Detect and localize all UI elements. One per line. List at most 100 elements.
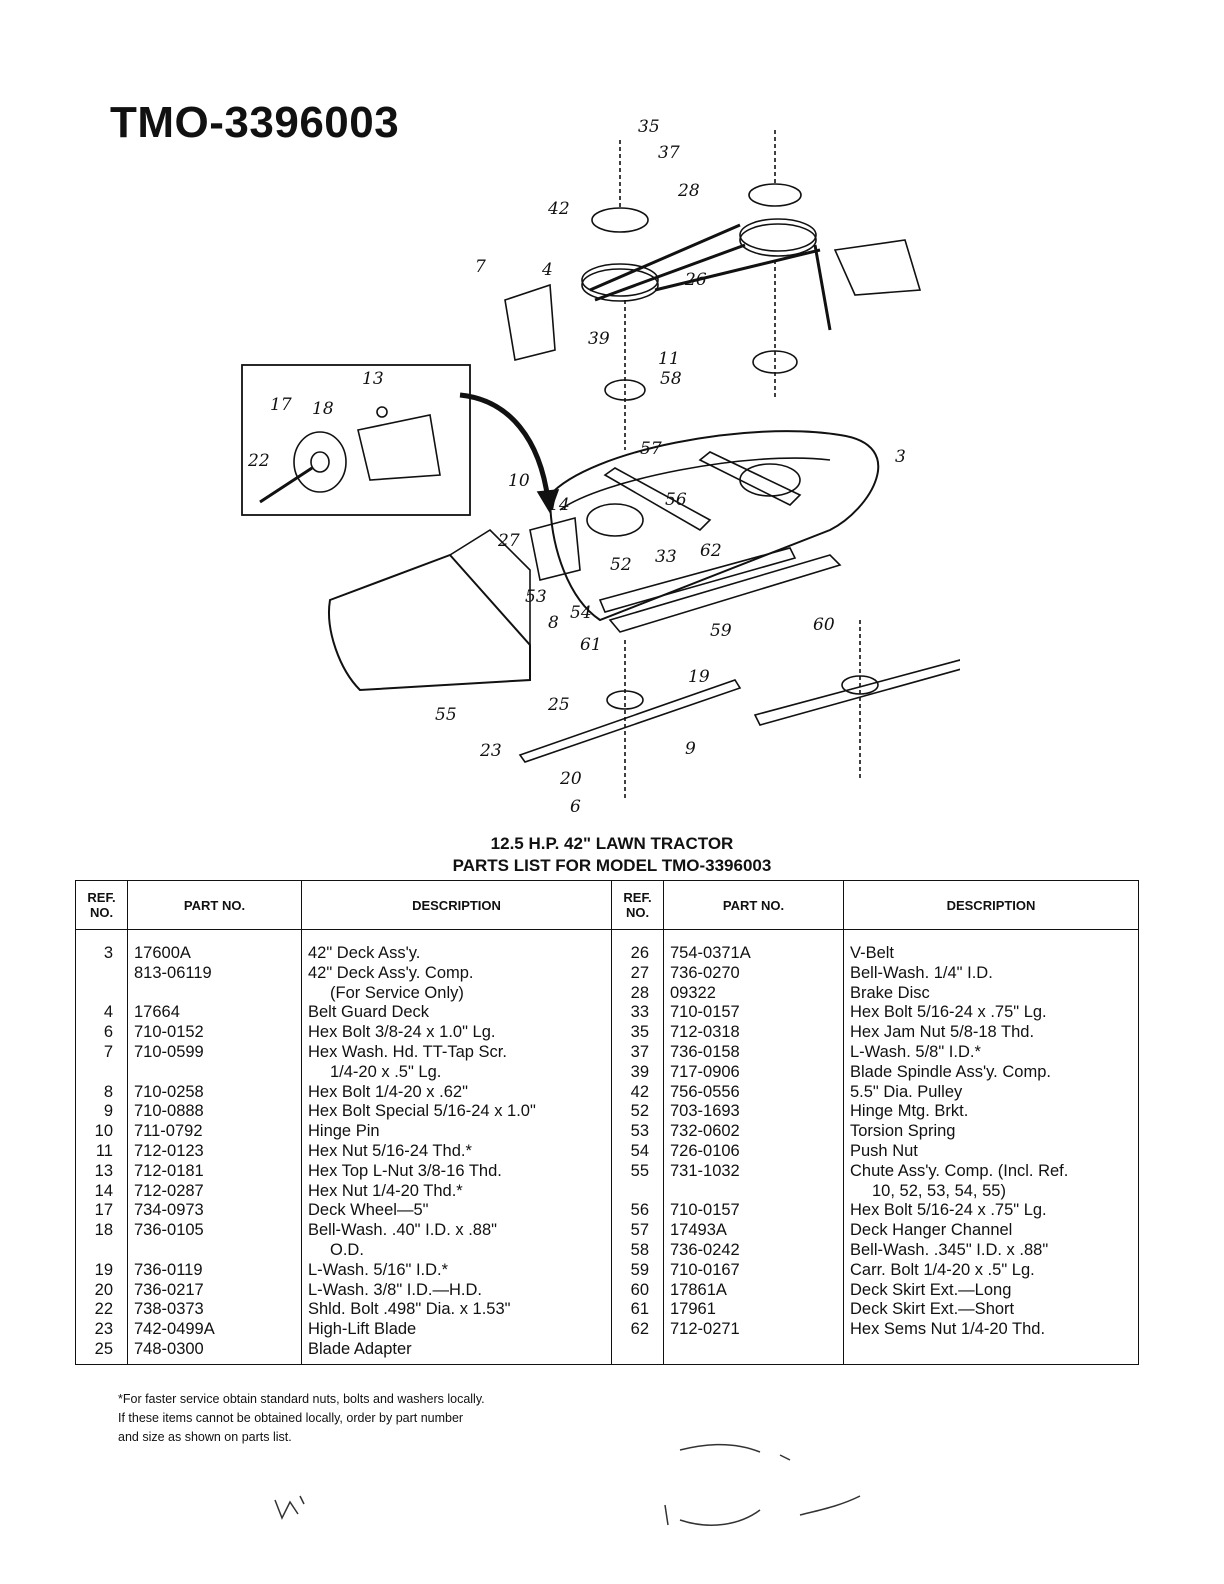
part-number: 17961 [670, 1300, 716, 1319]
ref-number: 20 [94, 1280, 113, 1299]
callout-label: 60 [813, 615, 835, 635]
ref-number [82, 1063, 113, 1083]
shoulder-bolt-shape [259, 466, 313, 504]
callout-label: 26 [684, 270, 707, 290]
part-number: 738-0373 [134, 1300, 204, 1319]
ref-number: 14 [94, 1181, 113, 1200]
callout-label: 18 [312, 399, 334, 419]
part-number: 732-0602 [670, 1122, 740, 1141]
right-blade-shape [753, 659, 967, 726]
part-description: Hinge Mtg. Brkt. [850, 1102, 969, 1121]
callout-label: 23 [479, 741, 502, 761]
product-heading: 12.5 H.P. 42" LAWN TRACTOR [490, 834, 734, 853]
callout-label: 33 [655, 547, 677, 567]
callout-label: 35 [638, 117, 660, 137]
callout-label: 6 [570, 797, 581, 817]
ref-number: 8 [103, 1082, 113, 1101]
part-description: Hex Bolt 5/16-24 x .75" Lg. [850, 1201, 1047, 1220]
ref-number: 35 [630, 1023, 649, 1042]
part-number: 710-0167 [670, 1260, 740, 1279]
part-description: Blade Adapter [308, 1339, 412, 1358]
part-number [134, 1241, 295, 1261]
ref-number: 58 [630, 1240, 649, 1259]
part-description: 42" Deck Ass'y. Comp. [308, 963, 474, 982]
part-description: Hex Jam Nut 5/8-18 Thd. [850, 1023, 1035, 1042]
ref-number: 55 [630, 1161, 649, 1180]
model-title: TMO-3396003 [110, 98, 400, 147]
deck-wheel-shape [293, 431, 347, 493]
part-number: 736-0217 [134, 1280, 204, 1299]
callout-label: 39 [588, 329, 610, 349]
column-header-ref-no: REF. NO. [611, 880, 664, 930]
callout-label: 42 [547, 199, 570, 219]
part-description: O.D. [330, 1240, 364, 1259]
part-description: Deck Hanger Channel [850, 1221, 1013, 1240]
part-description: Hex Sems Nut 1/4-20 Thd. [850, 1320, 1046, 1339]
part-number: 748-0300 [134, 1339, 204, 1358]
inset-detail-box [241, 364, 471, 516]
part-number: 756-0556 [670, 1082, 740, 1101]
callout-label: 17 [270, 395, 292, 415]
callout-label: 14 [548, 495, 570, 515]
diagram-callouts: 35 37 28 42 26 4 7 39 11 58 57 56 3 13 1… [247, 117, 906, 817]
part-description: Deck Skirt Ext.—Short [850, 1300, 1015, 1319]
deck-skirt-long-shape [608, 554, 842, 633]
part-number [134, 1063, 295, 1083]
footnote-line: If these items cannot be obtained locall… [118, 1411, 464, 1425]
ref-number: 52 [630, 1102, 649, 1121]
callout-label: 19 [688, 667, 710, 687]
parts-list-table: REF. NO. PART NO. DESCRIPTION REF. NO. P… [75, 880, 1139, 1365]
part-number: 742-0499A [134, 1320, 215, 1339]
ref-number: 23 [94, 1320, 113, 1339]
part-description: Brake Disc [850, 983, 930, 1002]
ref-number: 37 [630, 1042, 649, 1061]
part-description: Push Nut [850, 1141, 918, 1160]
part-description: Shld. Bolt .498" Dia. x 1.53" [308, 1300, 511, 1319]
part-description: Hex Wash. Hd. TT-Tap Scr. [308, 1042, 507, 1061]
part-number: 710-0599 [134, 1042, 204, 1061]
part-description: High-Lift Blade [308, 1320, 417, 1339]
belt-guard-right-shape [833, 239, 922, 296]
wheel-bracket-shape [357, 414, 441, 481]
callout-label: 22 [247, 451, 270, 471]
callout-label: 27 [497, 531, 520, 551]
part-number: 736-0270 [670, 963, 740, 982]
part-number: 710-0152 [134, 1023, 204, 1042]
part-description: L-Wash. 5/8" I.D.* [850, 1042, 981, 1061]
callout-label: 37 [658, 143, 680, 163]
part-description: Hex Top L-Nut 3/8-16 Thd. [308, 1161, 502, 1180]
discharge-chute-shape [328, 553, 531, 692]
ref-number: 60 [630, 1280, 649, 1299]
part-number: 703-1693 [670, 1102, 740, 1121]
part-description: Hex Bolt 5/16-24 x .75" Lg. [850, 1003, 1047, 1022]
ref-number: 53 [630, 1122, 649, 1141]
part-number: 17664 [134, 1003, 180, 1022]
part-number: 17493A [670, 1221, 727, 1240]
ref-number: 57 [630, 1221, 649, 1240]
ref-number: 28 [630, 983, 649, 1002]
part-description: Deck Skirt Ext.—Long [850, 1280, 1012, 1299]
ref-number: 62 [630, 1320, 649, 1339]
right-brake-disc-shape [748, 183, 802, 207]
column-header-description: DESCRIPTION [843, 880, 1139, 930]
ref-number: 27 [630, 963, 649, 982]
callout-label: 54 [570, 603, 592, 623]
part-number: 710-0888 [134, 1102, 204, 1121]
part-number: 712-0287 [134, 1181, 204, 1200]
part-number: 726-0106 [670, 1141, 740, 1160]
part-description: V-Belt [850, 944, 895, 962]
callout-label: 62 [700, 541, 722, 561]
right-pulley-shape [739, 218, 817, 252]
left-pulley-shape [581, 263, 659, 297]
part-description: Hex Bolt 3/8-24 x 1.0" Lg. [308, 1023, 496, 1042]
ref-number: 33 [630, 1003, 649, 1022]
left-desc-column: 42" Deck Ass'y.42" Deck Ass'y. Comp.(For… [301, 929, 612, 1365]
callout-label: 53 [525, 587, 547, 607]
callout-label: 7 [475, 257, 486, 277]
ref-number: 10 [94, 1122, 113, 1141]
ref-number: 17 [94, 1201, 113, 1220]
